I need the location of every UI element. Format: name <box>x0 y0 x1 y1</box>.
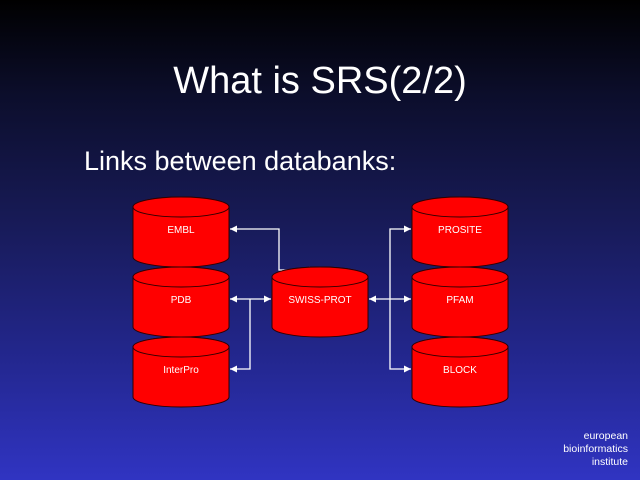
connectors <box>230 225 411 373</box>
databank-cylinders: EMBL PDB InterPro SWISS-PROT PROSITE PFAM BLOC… <box>132 196 509 408</box>
slide-subtitle: Links between databanks: <box>84 146 397 176</box>
link-swissprot-embl <box>230 225 316 274</box>
databank-prosite: PROSITE <box>411 196 509 268</box>
databank-swissprot: SWISS-PROT <box>271 266 369 338</box>
databank-label: PROSITE <box>438 225 482 236</box>
link-swissprot-block <box>389 299 411 373</box>
link-swissprot-prosite <box>389 225 411 299</box>
databank-pfam: PFAM <box>411 266 509 338</box>
databank-interpro: InterPro <box>132 336 230 408</box>
logo-line-3: institute <box>591 456 628 468</box>
databank-label: SWISS-PROT <box>288 295 351 306</box>
slide-title: What is SRS(2/2) <box>173 60 467 102</box>
cylinder-top <box>411 196 509 218</box>
logo-line-2: bioinformatics <box>563 443 628 455</box>
cylinder-top <box>411 336 509 358</box>
logo-line-1: european <box>583 430 628 442</box>
cylinder-top <box>132 266 230 288</box>
databank-label: InterPro <box>163 365 199 376</box>
databank-block: BLOCK <box>411 336 509 408</box>
databank-label: BLOCK <box>443 365 477 376</box>
databank-label: PFAM <box>446 295 473 306</box>
cylinder-top <box>132 336 230 358</box>
cylinder-top <box>271 266 369 288</box>
ebi-logo: european bioinformatics institute <box>563 430 628 469</box>
databank-label: PDB <box>171 295 192 306</box>
link-swissprot-interpro <box>230 299 251 373</box>
databank-pdb: PDB <box>132 266 230 338</box>
databank-label: EMBL <box>167 225 195 236</box>
cylinder-top <box>132 196 230 218</box>
databank-embl: EMBL <box>132 196 230 268</box>
cylinder-top <box>411 266 509 288</box>
